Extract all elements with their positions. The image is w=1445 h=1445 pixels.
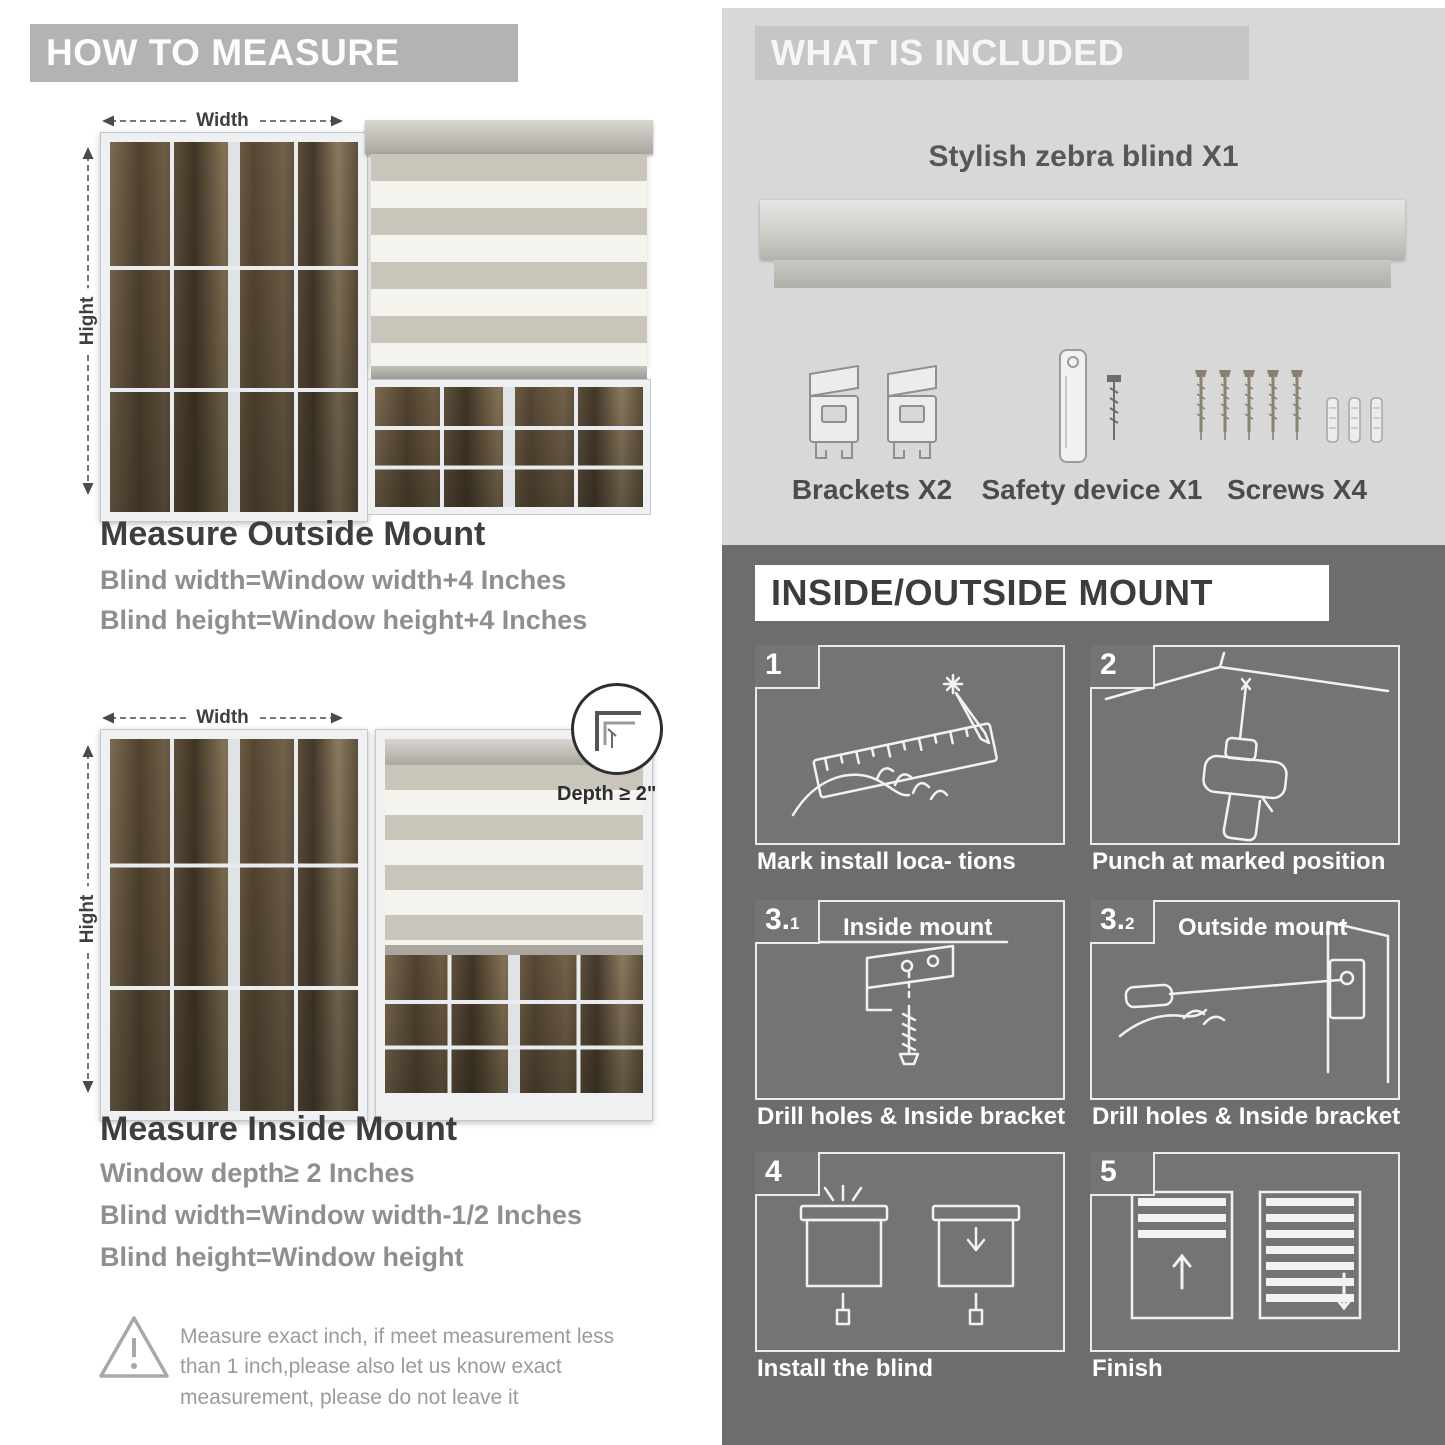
brackets-label: Brackets X2 (791, 474, 953, 505)
step-title-inside-mount: Inside mount (843, 914, 993, 941)
included-item-brackets: Brackets X2 (762, 338, 982, 506)
mount-instructions-section: INSIDE/OUTSIDE MOUNT 1 (722, 545, 1445, 1445)
window-panes-grid (385, 955, 643, 1093)
install-blind-illustration (799, 1184, 1021, 1326)
outside-mount-diagram: Width Hight (35, 100, 685, 522)
step-caption-5: Finish (1092, 1355, 1163, 1382)
step-number-text: 4 (765, 1155, 782, 1188)
step-title-outside-mount: Outside mount (1178, 914, 1348, 941)
step-panel-2: 2 (1090, 645, 1400, 845)
included-item-screws: Screws X4 (1177, 338, 1417, 506)
step-number: 4 (755, 1152, 820, 1196)
what-is-included-section: WHAT IS INCLUDED Stylish zebra blind X1 (722, 8, 1445, 545)
step-number-sub: 2 (1125, 914, 1135, 933)
how-to-measure-header: HOW TO MEASURE (30, 24, 518, 82)
window-panes-grid (110, 142, 358, 512)
window-corner-icon (595, 711, 641, 751)
step-panel-3-1: 3.1 Inside mount (755, 900, 1065, 1100)
screws-label: Screws X4 (1226, 474, 1368, 505)
step-panel-3-2: 3.2 Outside mount (1090, 900, 1400, 1100)
step-caption-1: Mark install loca- tions (757, 848, 1016, 875)
window-reflection (375, 387, 643, 507)
step-number: 3.2 (1090, 900, 1155, 944)
inside-mount-title: Measure Inside Mount (100, 1110, 458, 1148)
step-panel-4: 4 (755, 1152, 1065, 1352)
width-label: Width (188, 707, 257, 729)
window-reflection (110, 739, 358, 1111)
safety-device-icon (1059, 349, 1121, 463)
window-panes-grid (110, 739, 358, 1111)
mount-section-header: INSIDE/OUTSIDE MOUNT (755, 565, 1329, 621)
what-is-included-header: WHAT IS INCLUDED (755, 26, 1249, 80)
warning-triangle-icon (95, 1310, 173, 1391)
height-arrow: Hight (77, 743, 99, 1095)
inside-bracket-illustration (815, 940, 1009, 1066)
step-number-text: 5 (1100, 1155, 1117, 1188)
step-caption-2: Punch at marked position (1092, 848, 1386, 875)
outside-mount-title: Measure Outside Mount (100, 515, 486, 553)
finish-illustration (1130, 1190, 1362, 1320)
step-number-text: 3. (1100, 903, 1126, 936)
measurement-warning-text: Measure exact inch, if meet measurement … (180, 1325, 615, 1409)
double-arrow-icon (82, 745, 94, 1093)
blind-cassette (365, 120, 653, 154)
width-label: Width (188, 110, 257, 132)
outside-mount-formula-height: Blind height=Window height+4 Inches (100, 605, 588, 635)
inside-mount-blind-graphic (375, 729, 653, 1121)
window-photo (100, 132, 368, 522)
mark-locations-illustration (791, 673, 998, 817)
width-arrow: Width (100, 707, 345, 729)
product-name: Stylish zebra blind X1 (928, 140, 1239, 173)
outside-bracket-illustration (1118, 920, 1390, 1084)
window-below-blind (385, 955, 643, 1093)
step-number: 5 (1090, 1152, 1155, 1196)
screw-icons (1177, 338, 1417, 470)
step-number-text: 2 (1100, 648, 1117, 681)
blind-valance-image (774, 260, 1391, 288)
bracket-icon (809, 364, 859, 459)
screws-and-anchors-icon (1193, 368, 1383, 443)
safety-device-label: Safety device X1 (981, 474, 1203, 505)
blind-bottom-rail (385, 945, 643, 955)
bracket-icon (887, 364, 937, 459)
inside-mount-formula-height: Blind height=Window height (100, 1242, 464, 1272)
step-number: 3.1 (755, 900, 820, 944)
step-number: 1 (755, 645, 820, 689)
depth-callout-circle (571, 683, 663, 775)
outside-mount-formula-width: Blind width=Window width+4 Inches (100, 565, 567, 595)
window-below-blind (367, 379, 651, 515)
zebra-blind-graphic (365, 120, 653, 515)
window-panes-grid (375, 387, 643, 507)
step-number-text: 1 (765, 648, 782, 681)
step-number: 2 (1090, 645, 1155, 689)
double-arrow-icon (82, 147, 94, 495)
step-caption-4: Install the blind (757, 1355, 934, 1382)
step-caption-3-2: Drill holes & Inside bracket (1092, 1103, 1401, 1130)
height-label: Hight (77, 288, 99, 354)
window-reflection (385, 955, 643, 1093)
step-panel-1: 1 (755, 645, 1065, 845)
window-reflection (110, 142, 358, 512)
height-arrow: Hight (77, 145, 99, 497)
width-arrow: Width (100, 110, 345, 132)
blind-bottom-rail (371, 366, 647, 379)
blind-headrail-image (760, 200, 1405, 260)
included-item-safety-device: Safety device X1 (977, 338, 1207, 506)
step-caption-3-1: Drill holes & Inside bracket (757, 1103, 1066, 1130)
inside-mount-formula-width: Blind width=Window width-1/2 Inches (100, 1200, 583, 1230)
window-photo (100, 729, 368, 1121)
inside-mount-depth-rule: Window depth≥ 2 Inches (100, 1158, 415, 1188)
inside-mount-diagram: Width Hight (35, 683, 685, 1121)
depth-callout-label: Depth ≥ 2" (557, 783, 657, 805)
blind-stripes (371, 154, 647, 366)
bracket-icons (762, 338, 982, 470)
blind-stripes (385, 765, 643, 945)
step-number-text: 3. (765, 903, 791, 936)
height-label: Hight (77, 886, 99, 952)
safety-device-icons (977, 338, 1207, 470)
step-panel-5: 5 (1090, 1152, 1400, 1352)
step-number-sub: 1 (790, 914, 800, 933)
